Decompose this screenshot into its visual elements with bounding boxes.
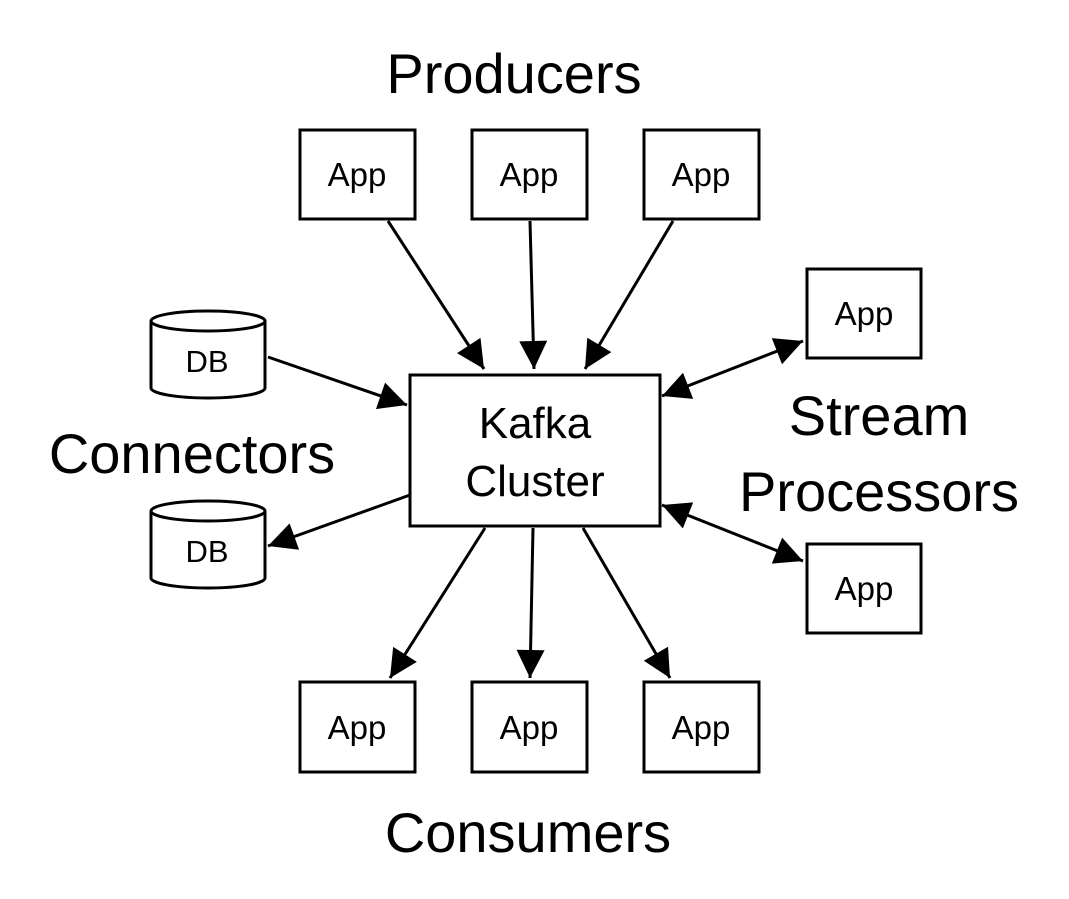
consumer-app-label: App — [328, 709, 387, 746]
stream-processor-app-box: App — [805, 267, 923, 360]
consumer-app-box: App — [298, 680, 417, 774]
consumer-app-box: App — [470, 680, 589, 774]
producers-label: Producers — [386, 42, 641, 105]
producer-app-box: App — [642, 128, 761, 221]
producer-app-box: App — [470, 128, 589, 221]
consumer-arrow-2 — [516, 527, 545, 679]
consumers-label: Consumers — [385, 801, 671, 864]
kafka-cluster-box: Kafka Cluster — [408, 373, 662, 528]
stream-processor-app-label: App — [835, 295, 894, 332]
producer-app-label: App — [500, 156, 559, 193]
kafka-to-db-arrow — [267, 493, 411, 550]
database-label: DB — [185, 534, 228, 569]
producer-app-label: App — [328, 156, 387, 193]
consumer-arrow-3 — [581, 527, 672, 679]
database-cylinder-icon: DB — [149, 499, 267, 590]
producer-arrow-2 — [519, 220, 548, 370]
db-to-kafka-arrow — [267, 355, 408, 410]
consumer-app-label: App — [672, 709, 731, 746]
stream-arrow-1 — [661, 338, 804, 399]
consumer-app-box: App — [642, 680, 761, 774]
stream-processors-label-line2: Processors — [739, 460, 1019, 523]
kafka-label-line1: Kafka — [479, 399, 592, 448]
connectors-label: Connectors — [49, 422, 335, 485]
stream-processor-app-box: App — [805, 542, 923, 635]
database-cylinder-icon: DB — [149, 309, 267, 400]
producer-arrow-3 — [583, 220, 675, 370]
producer-app-box: App — [298, 128, 417, 221]
producer-app-label: App — [672, 156, 731, 193]
database-label: DB — [185, 344, 228, 379]
consumer-app-label: App — [500, 709, 559, 746]
kafka-label-line2: Cluster — [465, 457, 604, 506]
producer-arrow-1 — [386, 220, 486, 370]
stream-processor-app-label: App — [835, 570, 894, 607]
stream-arrow-2 — [661, 502, 804, 564]
stream-processors-label-line1: Stream — [789, 384, 970, 447]
consumer-arrow-1 — [388, 527, 487, 679]
